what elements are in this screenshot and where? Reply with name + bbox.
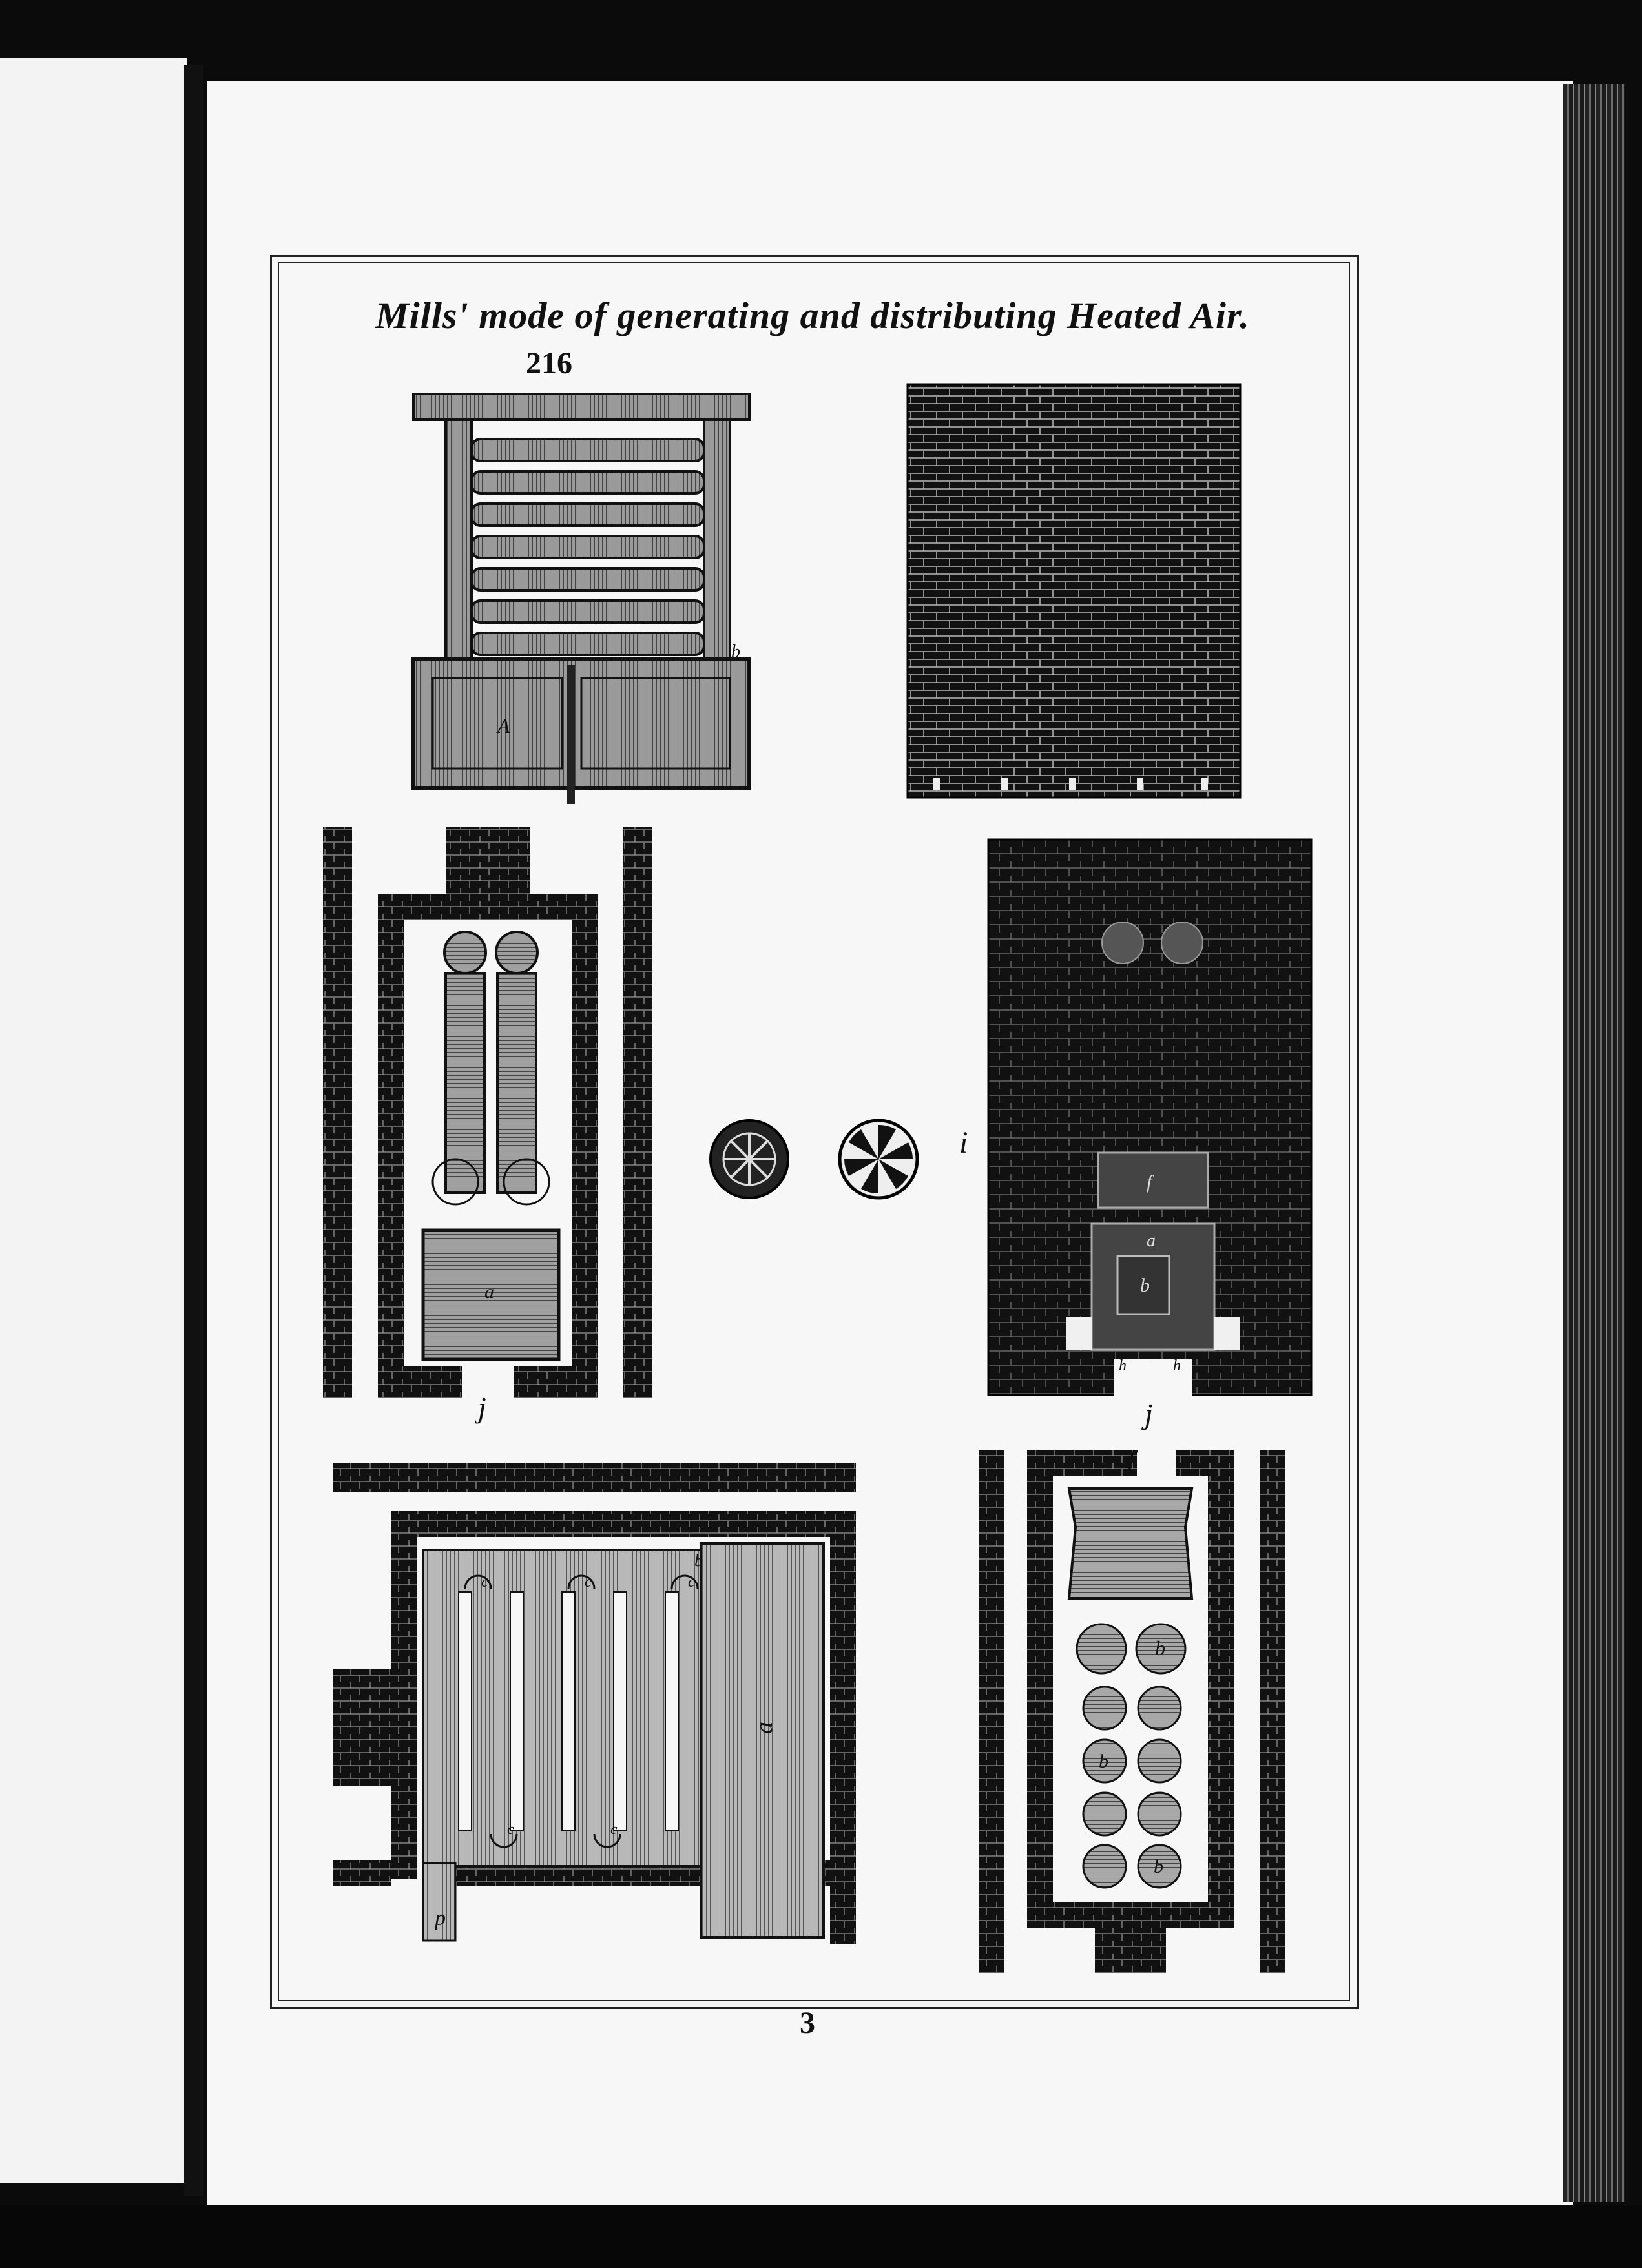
fig6-label-a: a xyxy=(751,1722,778,1734)
book-gutter xyxy=(184,65,203,2196)
fig6-label-c-2: c xyxy=(585,1574,592,1591)
fig5-label-h-left: h xyxy=(1119,1357,1127,1374)
fig6-label-d: d xyxy=(434,1910,446,1933)
plate-title: Mills' mode of generating and distributi… xyxy=(375,294,1250,336)
page-block-edge xyxy=(1563,84,1625,2202)
fig6-label-c-3: c xyxy=(688,1574,695,1591)
fig5-label-j: j xyxy=(1141,1397,1153,1430)
figure-heater-elevation: A b xyxy=(411,393,751,804)
fig1-label-b: b xyxy=(731,642,740,662)
fig5-label-h-right: h xyxy=(1173,1357,1181,1374)
valve-disc-open xyxy=(838,1119,919,1200)
heater-pipes xyxy=(470,438,705,656)
page-number: 3 xyxy=(800,2006,815,2040)
figure-valve-discs: i xyxy=(709,1119,968,1200)
figure-heater-section-plan: a j xyxy=(323,827,652,1424)
fig6-label-c-5: c xyxy=(610,1821,618,1838)
fig4-label-i: i xyxy=(959,1126,968,1160)
fig5-label-a: a xyxy=(1147,1231,1156,1251)
valve-disc-closed xyxy=(709,1119,789,1199)
fig5-label-b: b xyxy=(1140,1275,1150,1296)
fig3-label-a: a xyxy=(484,1281,494,1303)
facing-page-edge xyxy=(0,58,187,2183)
fig7-label-b-2: b xyxy=(1099,1751,1108,1772)
fig7-label-b-3: b xyxy=(1154,1856,1163,1877)
figure-furnace-plan: f b b b xyxy=(979,1446,1285,1973)
figure-flue-plan: c c c c c b a d xyxy=(333,1463,856,1944)
fig6-label-b: b xyxy=(694,1551,703,1570)
figure-furnace-front-elevation: f a b h h j xyxy=(987,838,1313,1430)
fig1-label-A: A xyxy=(496,714,510,737)
fig7-label-b-1: b xyxy=(1155,1636,1165,1660)
plate-number: 216 xyxy=(526,346,572,380)
plate-frame-outer xyxy=(270,255,1359,2009)
fig6-label-c-1: c xyxy=(481,1574,488,1591)
fig3-label-j: j xyxy=(475,1391,486,1424)
fig6-label-c-4: c xyxy=(507,1821,514,1838)
scan-bottom-border xyxy=(0,2205,1642,2268)
figure-brick-wall-elevation xyxy=(906,383,1242,799)
plate-frame-inner xyxy=(278,262,1350,2001)
